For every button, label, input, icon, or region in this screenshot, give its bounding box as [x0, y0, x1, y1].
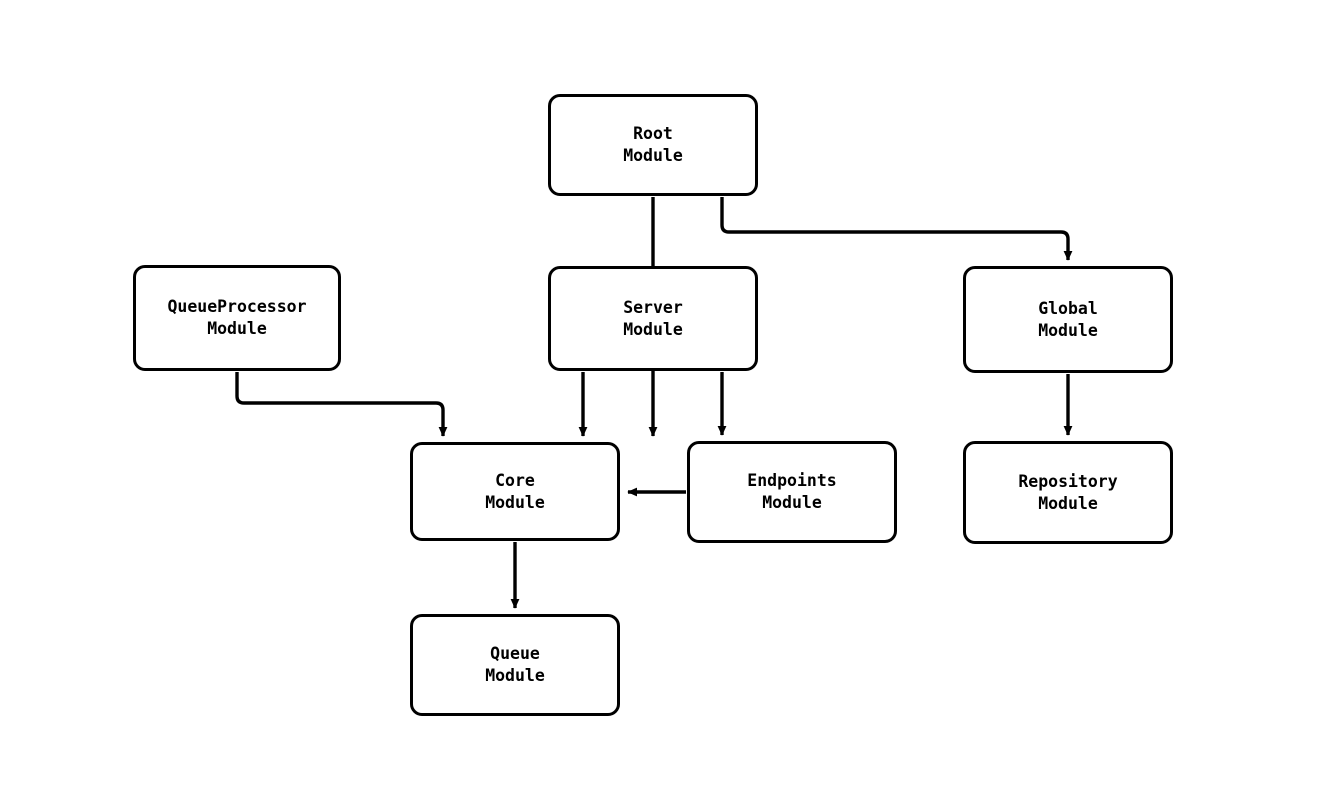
- node-core-module-label-line2: Module: [485, 492, 545, 512]
- node-queue-module-label-line1: Queue: [490, 644, 540, 663]
- node-repository-module-label-line1: Repository: [1018, 471, 1118, 491]
- node-endpoints-module-label-line2: Module: [762, 493, 822, 512]
- node-queueprocessor-module[interactable]: QueueProcessor Module: [133, 265, 341, 371]
- node-global-module-label-line2: Module: [1038, 320, 1098, 340]
- node-endpoints-module-label-line1: Endpoints: [747, 471, 837, 490]
- node-root-module-label-line1: Root: [633, 124, 673, 143]
- node-endpoints-module[interactable]: Endpoints Module: [687, 441, 897, 543]
- node-repository-module[interactable]: Repository Module: [963, 441, 1173, 544]
- edge-root-to-global: [720, 197, 1073, 261]
- node-queueprocessor-module-label-line1: QueueProcessor: [167, 297, 307, 316]
- node-root-module-label-line2: Module: [623, 146, 683, 165]
- node-global-module-label-line1: Global: [1038, 298, 1098, 318]
- node-root-module[interactable]: Root Module: [548, 94, 758, 196]
- node-core-module-label-line1: Core: [495, 470, 535, 490]
- node-server-module-label-line1: Server: [623, 297, 683, 317]
- node-global-module[interactable]: Global Module: [963, 266, 1173, 373]
- node-server-module-label-line2: Module: [623, 319, 683, 339]
- node-queueprocessor-module-label-line2: Module: [207, 319, 267, 338]
- node-core-module[interactable]: Core Module: [410, 442, 620, 541]
- edge-queueprocessor-to-core: [235, 372, 448, 437]
- node-queue-module-label-line2: Module: [485, 666, 545, 685]
- node-queue-module[interactable]: Queue Module: [410, 614, 620, 716]
- node-repository-module-label-line2: Module: [1038, 493, 1098, 513]
- node-server-module[interactable]: Server Module: [548, 266, 758, 371]
